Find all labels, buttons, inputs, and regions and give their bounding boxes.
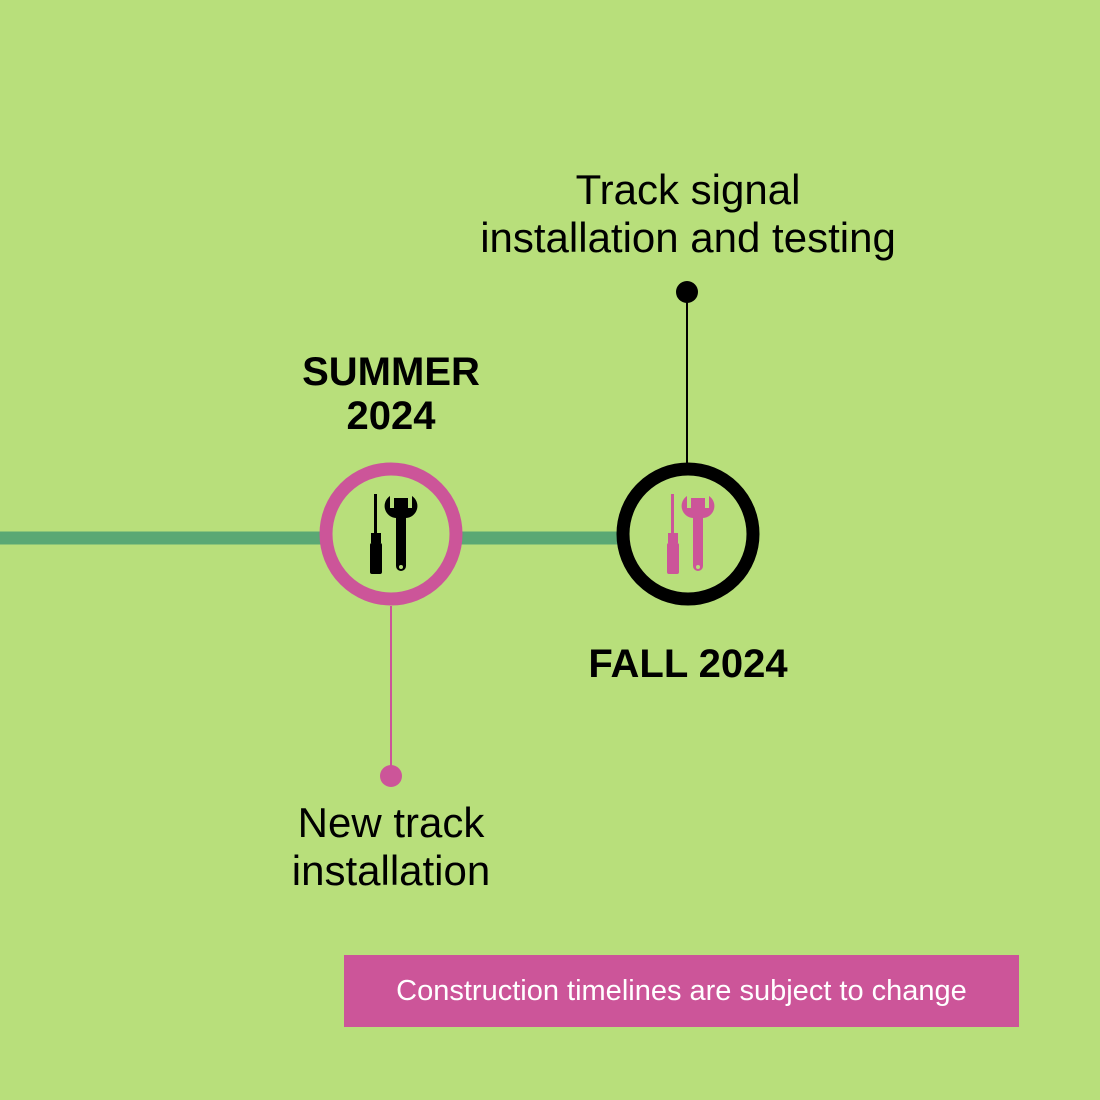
tools-icon (667, 494, 715, 574)
summer-description-line1: New track (297, 799, 485, 846)
disclaimer-note: Construction timelines are subject to ch… (344, 955, 1019, 1027)
summer-description: New track installation (191, 799, 591, 895)
summer-milestone-marker (319, 462, 463, 606)
fall-description: Track signal installation and testing (438, 166, 938, 262)
fall-description-line2: installation and testing (480, 214, 896, 261)
summer-period-label: SUMMER 2024 (241, 350, 541, 438)
fall-connector-dot (676, 281, 698, 303)
tools-icon (370, 494, 418, 574)
summer-period-line1: SUMMER (302, 350, 480, 394)
fall-description-line1: Track signal (575, 166, 801, 213)
summer-connector-dot (380, 765, 402, 787)
fall-period-label: FALL 2024 (588, 642, 788, 686)
fall-milestone-marker (616, 462, 760, 606)
summer-description-line2: installation (291, 847, 491, 894)
summer-period-line2: 2024 (346, 394, 436, 438)
